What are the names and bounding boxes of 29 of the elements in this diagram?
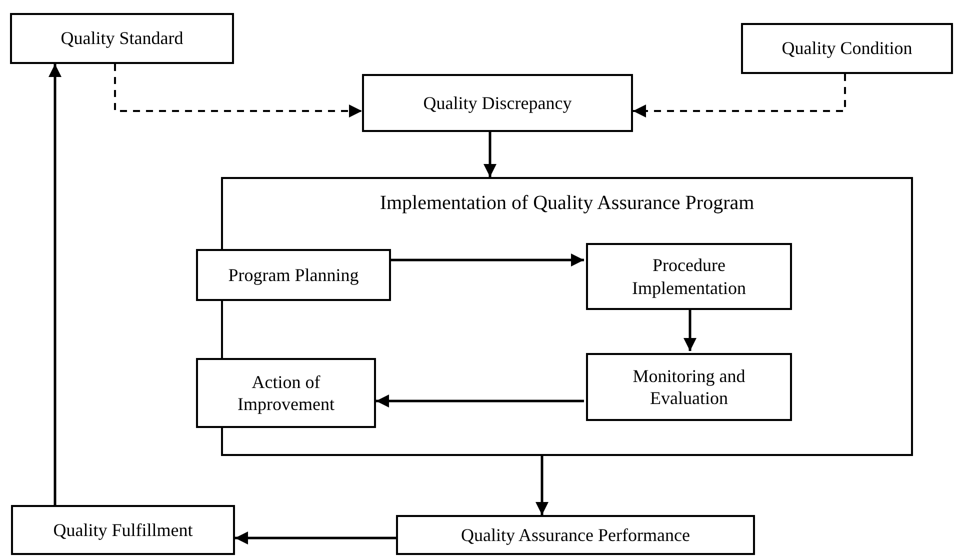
group-box (221, 177, 913, 456)
process-box (586, 243, 792, 310)
box-label: Action of Improvement (236, 370, 336, 416)
arrow (484, 132, 496, 177)
box-label: Implementation of Quality Assurance Program (380, 191, 754, 216)
arrow (114, 64, 362, 118)
process-box (396, 515, 755, 555)
box-label: Monitoring and Evaluation (632, 364, 746, 410)
box-label: Quality Fulfillment (53, 518, 193, 542)
box-label: Quality Standard (60, 27, 184, 50)
process-box (196, 358, 376, 428)
arrow (376, 394, 584, 408)
arrow (536, 456, 548, 515)
arrow (235, 532, 396, 544)
box-label: Quality Condition (782, 37, 912, 60)
box-label: Program Planning (228, 264, 359, 286)
arrow (391, 254, 584, 266)
process-box (741, 23, 953, 74)
process-box (362, 74, 633, 132)
process-box (586, 353, 792, 421)
arrow (633, 74, 846, 118)
process-box (11, 505, 235, 555)
box-label: Quality Discrepancy (423, 92, 572, 114)
process-box (196, 249, 391, 301)
arrow (684, 308, 696, 351)
box-label: Quality Assurance Performance (461, 524, 690, 546)
process-box (10, 13, 234, 64)
arrow (48, 64, 62, 505)
box-label: Procedure Implementation (631, 254, 747, 299)
